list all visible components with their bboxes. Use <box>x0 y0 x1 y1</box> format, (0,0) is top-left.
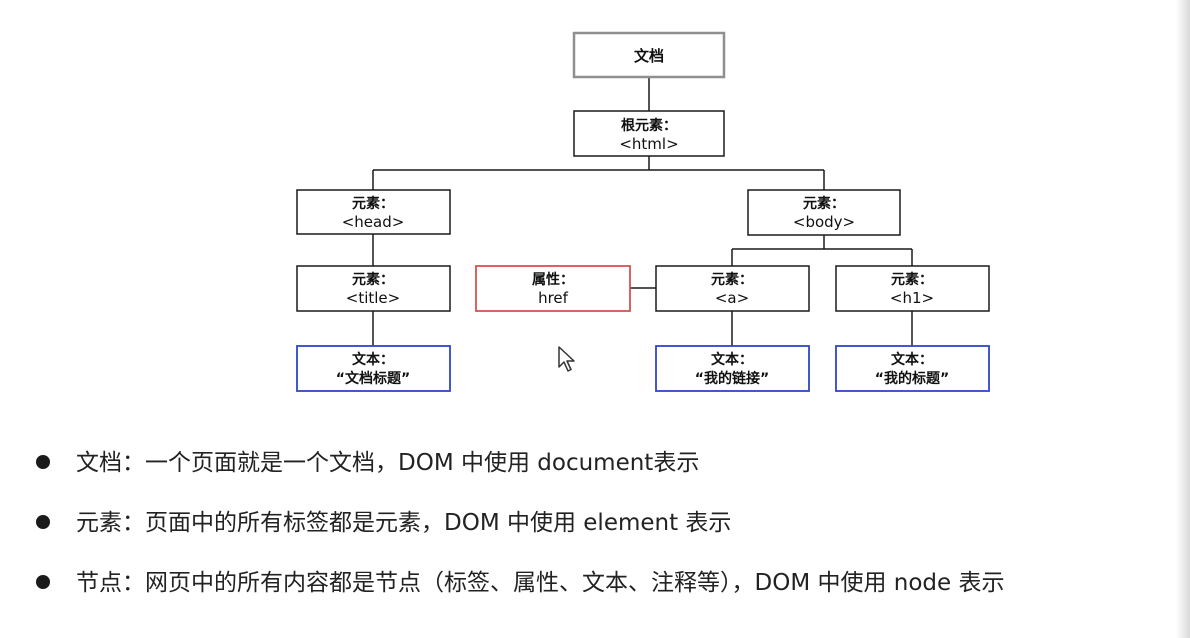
node-root-tag: <html> <box>619 135 678 153</box>
bullet-document-text: 文档：一个页面就是一个文档，DOM 中使用 document表示 <box>76 450 700 476</box>
node-a: 元素： <a> <box>655 265 810 312</box>
node-text-h1-label: 文本： <box>891 351 933 368</box>
node-attr-label: 属性： <box>532 271 574 288</box>
node-h1: 元素： <h1> <box>835 265 990 312</box>
node-attribute-href: 属性： href <box>475 265 631 312</box>
node-text-title-value: “文档标题” <box>336 370 410 387</box>
node-body-tag: <body> <box>793 213 855 231</box>
node-h1-tag: <h1> <box>890 289 934 307</box>
mouse-pointer-icon <box>558 346 575 372</box>
node-attr-tag: href <box>538 289 569 307</box>
node-head-tag: <head> <box>342 213 405 231</box>
node-text-h1: 文本： “我的标题” <box>835 345 990 392</box>
bullet-dot-icon <box>36 515 50 529</box>
node-body-label: 元素： <box>803 195 845 212</box>
dom-tree-diagram: 文档 根元素： <html> 元素： <head> 元素： <body> 元素：… <box>296 31 990 392</box>
node-head: 元素： <head> <box>296 189 451 235</box>
tree-edges <box>372 77 913 346</box>
bullet-node: 节点：网页中的所有内容都是节点（标签、属性、文本、注释等），DOM 中使用 no… <box>36 560 1005 620</box>
node-title: 元素： <title> <box>296 265 451 312</box>
definition-list: 文档：一个页面就是一个文档，DOM 中使用 document表示 元素：页面中的… <box>36 440 1005 620</box>
node-text-a: 文本： “我的链接” <box>655 345 810 392</box>
node-text-title: 文本： “文档标题” <box>296 345 451 392</box>
bullet-dot-icon <box>36 455 50 469</box>
bullet-dot-icon <box>36 575 50 589</box>
bullet-element-text: 元素：页面中的所有标签都是元素，DOM 中使用 element 表示 <box>76 510 732 536</box>
node-root-html: 根元素： <html> <box>573 110 725 157</box>
node-head-label: 元素： <box>352 195 394 212</box>
node-text-h1-value: “我的标题” <box>875 370 949 387</box>
node-root-label: 根元素： <box>621 117 677 134</box>
bullet-node-text: 节点：网页中的所有内容都是节点（标签、属性、文本、注释等），DOM 中使用 no… <box>76 570 1005 596</box>
node-body: 元素： <body> <box>747 189 901 236</box>
bullet-document: 文档：一个页面就是一个文档，DOM 中使用 document表示 <box>36 440 1005 500</box>
node-h1-label: 元素： <box>891 271 933 288</box>
node-title-tag: <title> <box>346 289 400 307</box>
node-text-title-label: 文本： <box>352 351 394 368</box>
node-title-label: 元素： <box>352 271 394 288</box>
node-a-tag: <a> <box>715 289 749 307</box>
node-text-a-label: 文本： <box>711 351 753 368</box>
node-text-a-value: “我的链接” <box>695 370 769 387</box>
bullet-element: 元素：页面中的所有标签都是元素，DOM 中使用 element 表示 <box>36 500 1005 560</box>
window-edge <box>1176 0 1190 638</box>
node-document: 文档 <box>572 31 726 79</box>
node-a-label: 元素： <box>711 271 753 288</box>
node-document-label: 文档 <box>634 47 664 65</box>
